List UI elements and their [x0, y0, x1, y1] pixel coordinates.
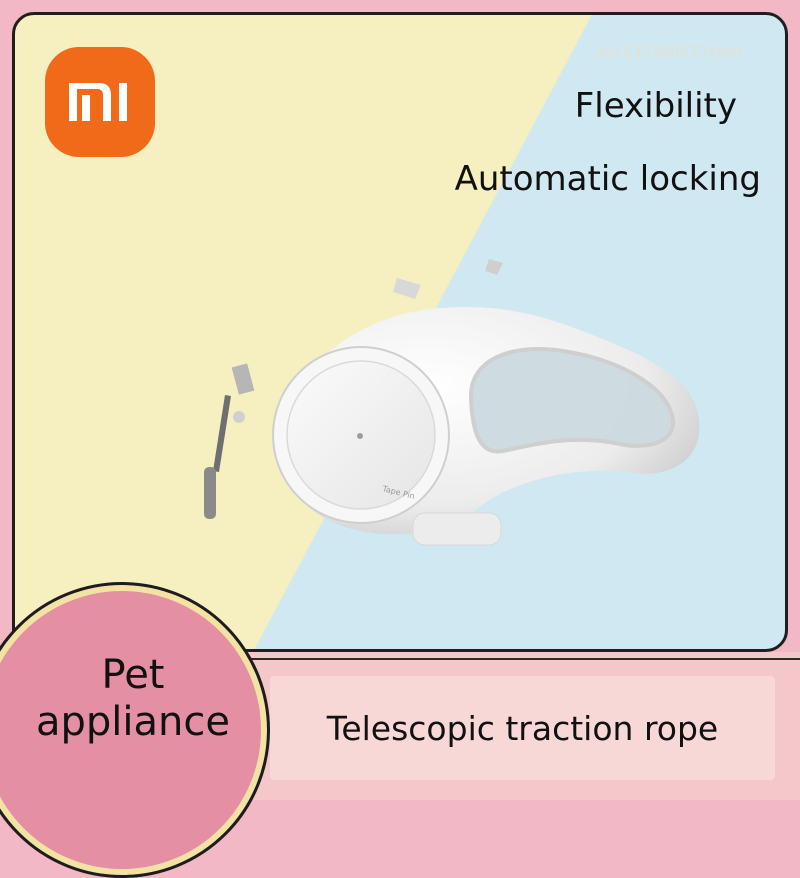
feature-automatic-locking: Automatic locking [454, 159, 761, 199]
watermark-text: cn1533300577zxsd [595, 43, 743, 61]
mi-logo-icon [69, 83, 127, 121]
leash-clip [204, 363, 255, 519]
category-text: Pet appliance [18, 652, 248, 746]
xiaomi-logo [45, 47, 155, 157]
product-name: Telescopic traction rope [326, 708, 719, 748]
bottom-border-line [240, 658, 800, 660]
feature-flexibility: Flexibility [574, 86, 737, 126]
category-line-2: appliance [36, 699, 230, 746]
product-panel: cn1533300577zxsd Flexibility Automatic l… [12, 12, 788, 652]
category-line-1: Pet [101, 652, 165, 698]
spool-disc: Tape Pin [272, 346, 450, 524]
product-name-box: Telescopic traction rope [270, 676, 775, 780]
retractable-leash-image: Tape Pin [204, 259, 700, 546]
